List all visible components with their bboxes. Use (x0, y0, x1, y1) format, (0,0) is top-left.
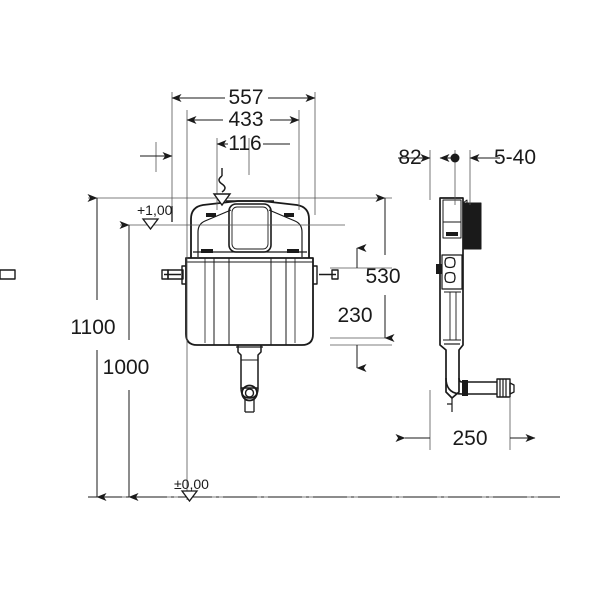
side-view-geometry (436, 197, 515, 412)
dim-530-label: 530 (365, 265, 400, 288)
dim-250-label: 250 (452, 427, 487, 450)
level-plus-label: +1,00 (137, 202, 173, 218)
level-labels: +1,00 ±0,00 (137, 202, 209, 492)
dim-1000-label: 1000 (103, 356, 150, 379)
dim-1100-label: 1100 (70, 316, 115, 339)
water-level-symbol (212, 168, 232, 207)
level-plus-symbol (141, 206, 173, 231)
level-zero-label: ±0,00 (174, 476, 209, 492)
dim-557-label: 557 (228, 86, 263, 109)
extension-lines (88, 92, 560, 500)
dim-5-40-label: 5-40 (494, 146, 536, 169)
dim-433-label: 433 (228, 108, 263, 131)
dimension-lines (87, 94, 536, 501)
dim-116-label: 116 (228, 132, 261, 155)
level-zero-symbol (180, 490, 199, 503)
dimension-labels: 557 433 116 1100 1000 530 230 82 5-40 25… (70, 86, 536, 450)
front-view-geometry (0, 200, 339, 413)
dim-230-label: 230 (337, 304, 372, 327)
dim-82-label: 82 (398, 146, 421, 169)
